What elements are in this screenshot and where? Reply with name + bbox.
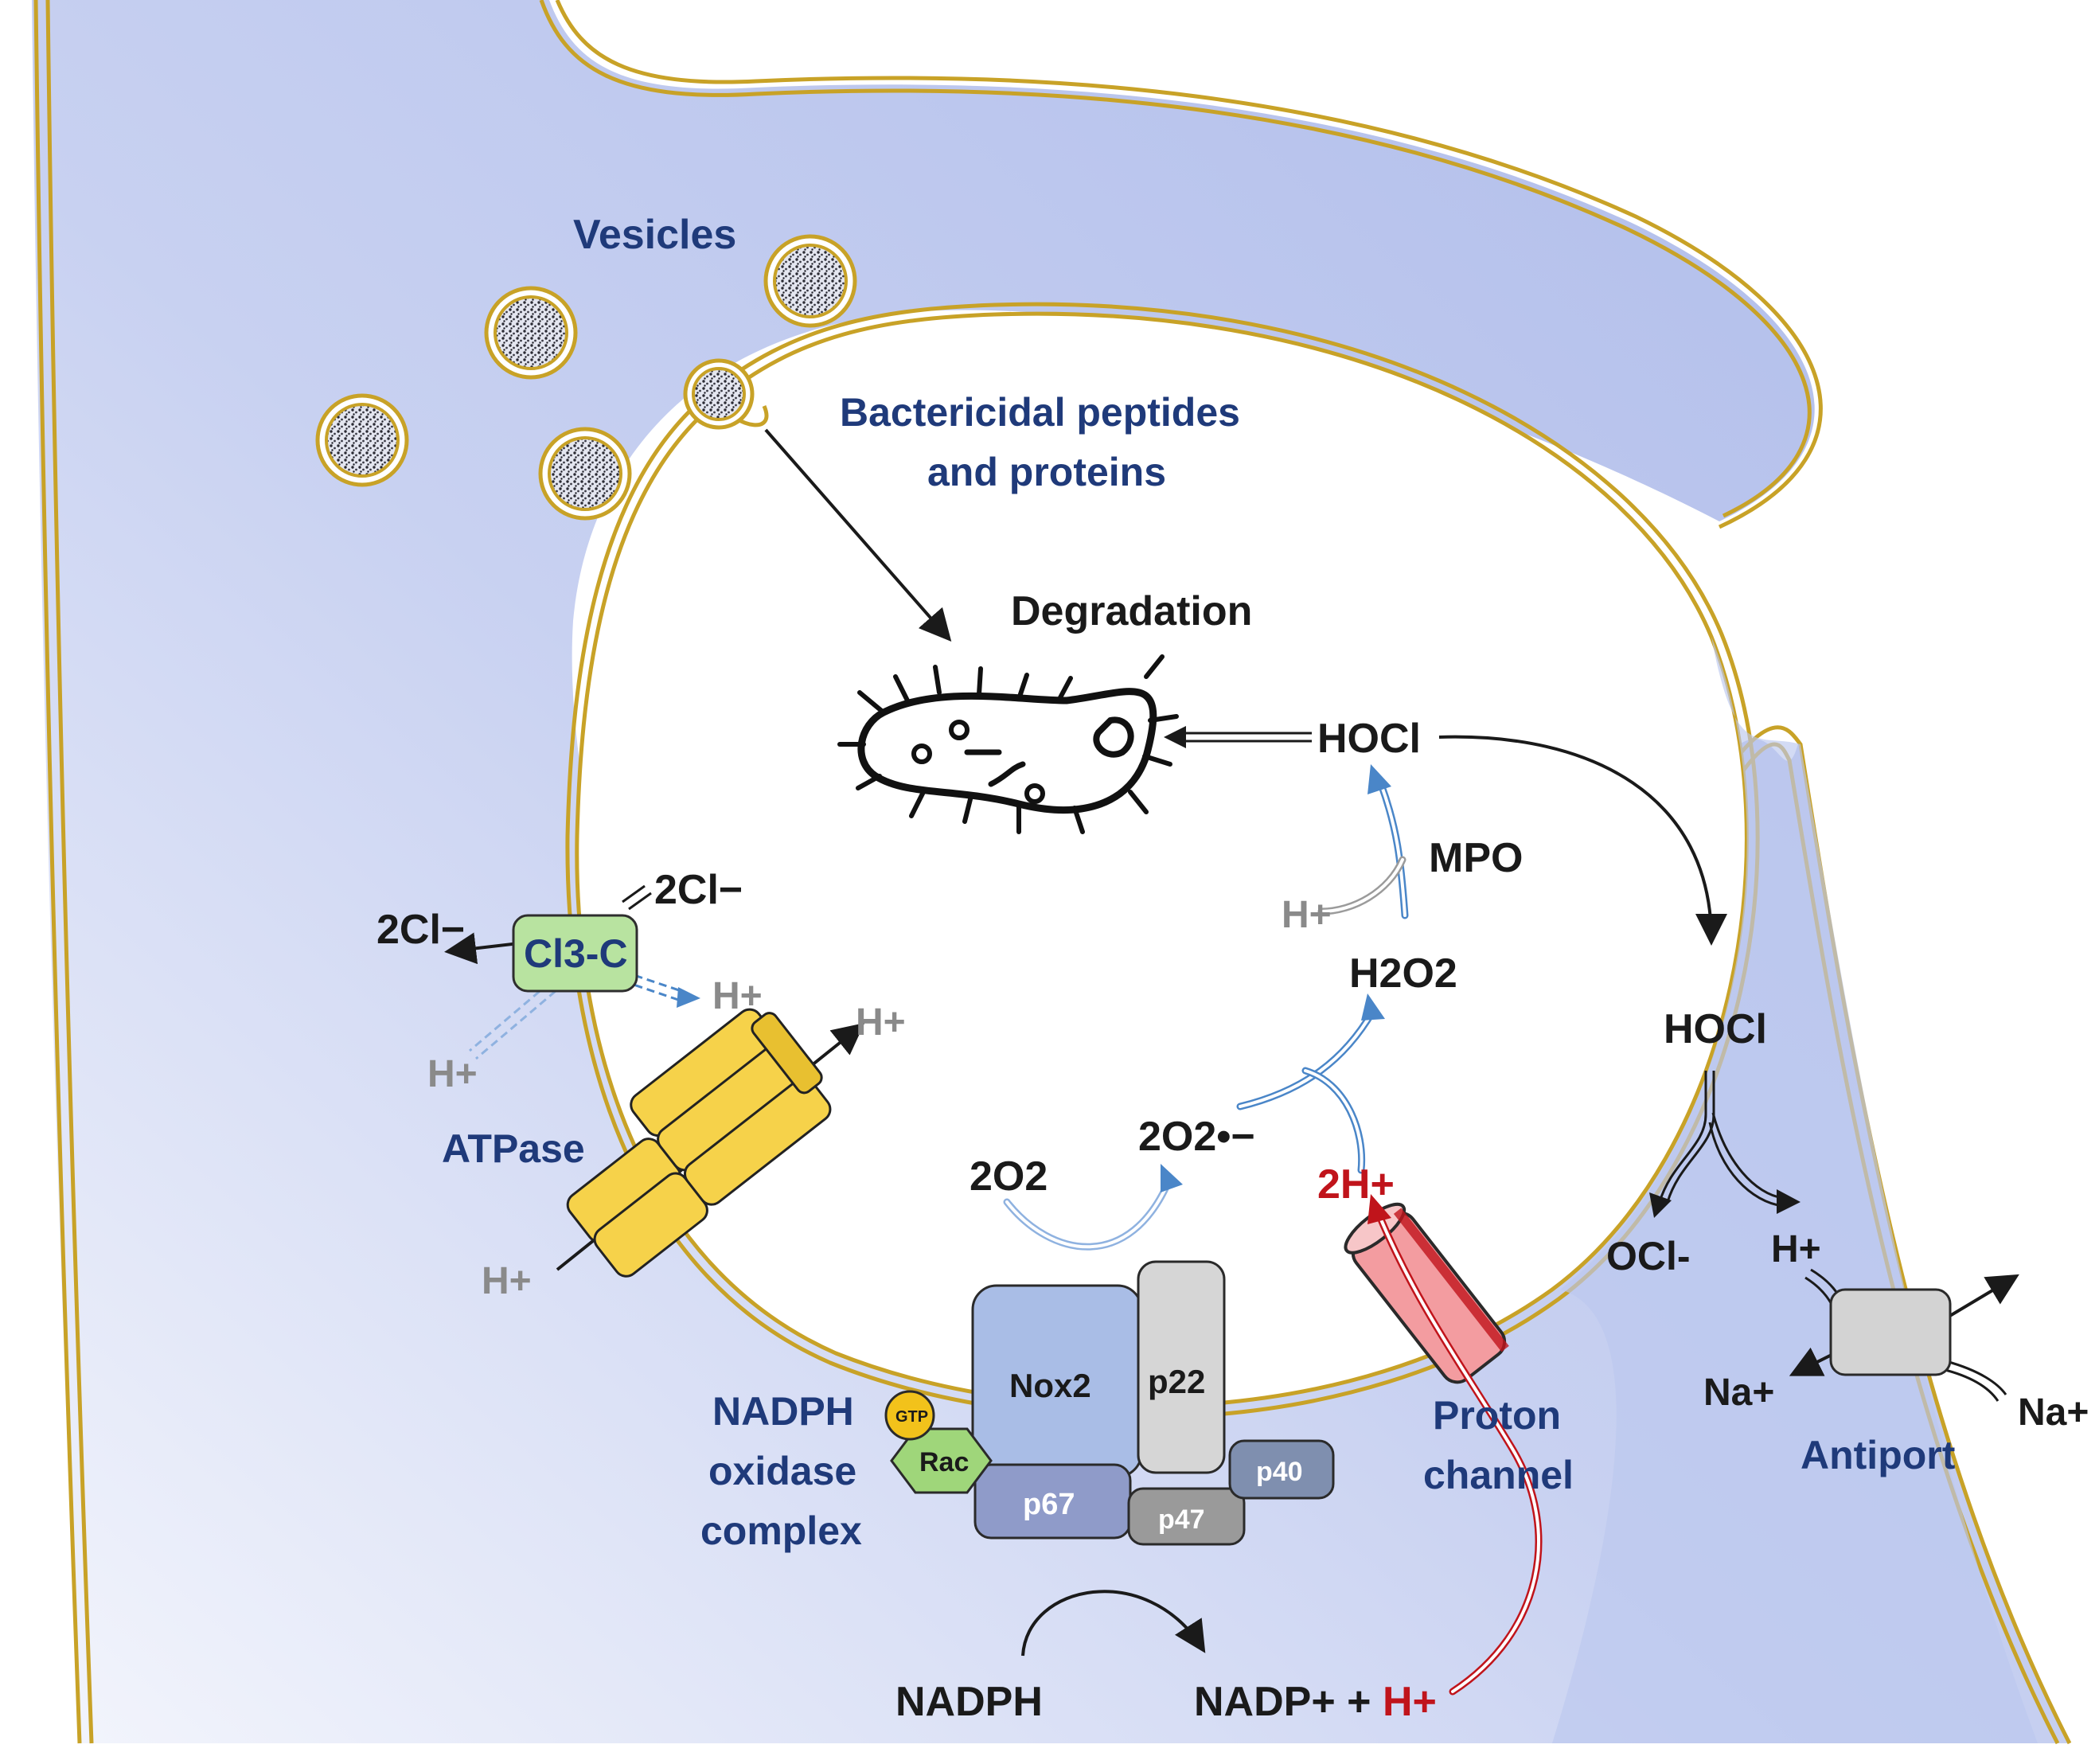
label-nadph-oxidase-line3: complex — [700, 1508, 862, 1553]
label-nadp: NADP+ + H+ — [1194, 1679, 1437, 1725]
proton-channel — [1344, 1194, 1543, 1696]
label-2o2: 2O2 — [970, 1153, 1048, 1200]
label-p47: p47 — [1158, 1504, 1205, 1535]
vesicles — [315, 234, 857, 521]
label-atpase: ATPase — [442, 1126, 585, 1171]
mpo-reaction — [1317, 764, 1409, 919]
label-vesicles: Vesicles — [573, 212, 736, 258]
label-hocl-cytosol: HOCl — [1664, 1006, 1767, 1052]
fusing-vesicle — [683, 358, 755, 430]
label-nadph: NADPH — [895, 1679, 1043, 1725]
label-p22: p22 — [1148, 1363, 1205, 1400]
hocl-attack-arrow — [1164, 726, 1312, 748]
clc-transporter — [444, 884, 700, 1060]
p22-subunit — [1137, 1260, 1226, 1474]
label-nadph-oxidase-line1: NADPH — [712, 1389, 854, 1434]
hocl-export-arrow — [1438, 735, 1727, 946]
label-bactericidal-line1: Bactericidal peptides — [840, 390, 1240, 435]
hocl-dissociation — [1658, 1071, 1784, 1208]
nadph-oxidation-arrow — [1021, 1590, 1206, 1657]
label-h-plus-mpo: H+ — [1282, 894, 1332, 936]
bactericidal-arrow — [764, 428, 952, 642]
label-clc: Cl3-C — [524, 931, 628, 976]
label-nox2: Nox2 — [1009, 1367, 1091, 1404]
label-h-plus-clc-in: H+ — [427, 1053, 478, 1095]
antiport-transporter — [1789, 1268, 2019, 1402]
vesicle — [484, 286, 578, 380]
label-h-plus-antiport: H+ — [1771, 1228, 1821, 1270]
right-cell-lobe — [1552, 637, 2038, 1743]
p47-subunit — [1127, 1487, 1246, 1546]
label-2cl-left: 2Cl− — [376, 907, 465, 953]
label-proton-channel-line1: Proton — [1433, 1393, 1561, 1438]
vesicle — [763, 234, 857, 328]
bacterium-icon — [837, 654, 1179, 834]
oxygen-reduction-arrow — [1003, 1164, 1183, 1251]
dismutation-reaction — [1236, 993, 1385, 1174]
atpase-pump — [556, 1008, 865, 1278]
label-2h-plus: 2H+ — [1317, 1161, 1395, 1208]
label-h-plus-clc-out: H+ — [712, 975, 763, 1017]
label-h-plus-atpase-out: H+ — [856, 1001, 906, 1044]
label-na-right: Na+ — [2018, 1391, 2089, 1434]
label-hocl-phagosome: HOCl — [1317, 716, 1421, 762]
label-superoxide: 2O2•− — [1138, 1114, 1255, 1160]
rac-protein — [890, 1427, 993, 1494]
label-h-plus-nadp: H+ — [1383, 1679, 1437, 1725]
nadph-oxidase-complex — [884, 1260, 1335, 1546]
label-nadph-oxidase-line2: oxidase — [708, 1449, 856, 1493]
label-p67: p67 — [1023, 1488, 1075, 1521]
label-rac: Rac — [919, 1447, 969, 1477]
cell-cytoplasm — [32, 0, 2070, 1743]
label-proton-channel-line2: channel — [1423, 1453, 1574, 1497]
label-h-plus-atpase-in: H+ — [482, 1260, 532, 1302]
gtp-molecule — [884, 1390, 935, 1441]
p40-subunit — [1228, 1439, 1335, 1500]
label-mpo: MPO — [1429, 835, 1523, 881]
label-degradation: Degradation — [1011, 588, 1252, 634]
vesicle — [538, 427, 632, 521]
vesicle — [315, 393, 409, 487]
text-labels: Vesicles Bactericidal peptides and prote… — [376, 212, 2089, 1725]
label-ocl: OCl- — [1606, 1234, 1691, 1278]
label-2cl-top: 2Cl− — [654, 867, 743, 913]
label-na-left: Na+ — [1703, 1372, 1774, 1414]
label-antiport: Antiport — [1801, 1433, 1956, 1477]
label-h2o2: H2O2 — [1349, 950, 1457, 997]
label-p40: p40 — [1256, 1457, 1303, 1487]
label-bactericidal-line2: and proteins — [927, 450, 1166, 494]
label-gtp: GTP — [895, 1408, 928, 1426]
